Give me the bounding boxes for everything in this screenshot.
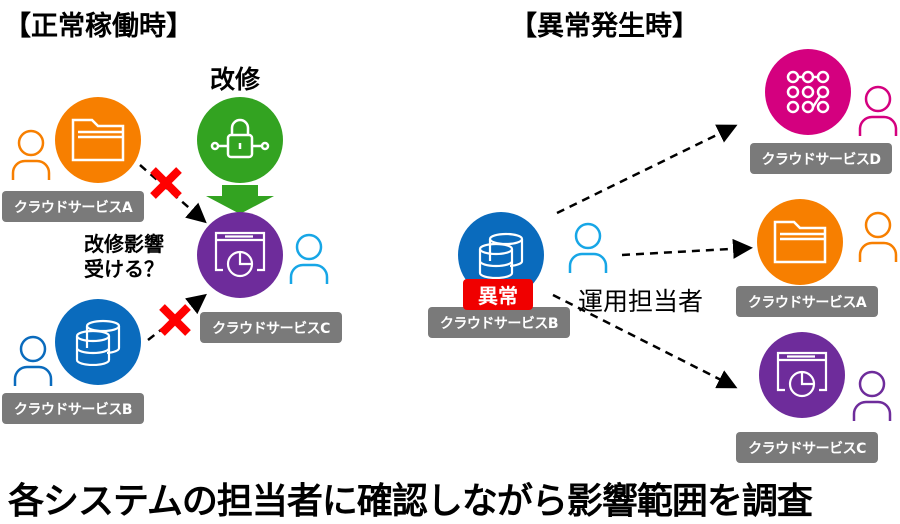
network-nodes-icon bbox=[786, 70, 830, 114]
service-c-label: クラウドサービスC bbox=[200, 312, 342, 343]
normal-operation-title: 【正常稼働時】 bbox=[4, 11, 193, 42]
service-d-node bbox=[765, 49, 851, 135]
alert-badge: 異常 bbox=[463, 279, 533, 310]
modify-down-arrow bbox=[206, 185, 274, 214]
abnormal-service-b-label: クラウドサービスB bbox=[428, 307, 570, 338]
person-icon bbox=[852, 370, 892, 421]
database-icon bbox=[75, 319, 121, 366]
abnormal-service-c-label: クラウドサービスC bbox=[736, 432, 878, 463]
modification-lock-node bbox=[197, 97, 283, 183]
modify-label: 改修 bbox=[210, 65, 261, 94]
impact-question-line2: 受ける？ bbox=[84, 257, 164, 281]
service-b-node bbox=[55, 299, 141, 385]
arrow-b-to-d bbox=[556, 124, 738, 215]
service-a-node bbox=[55, 97, 141, 183]
folder-icon bbox=[71, 118, 125, 162]
folder-icon bbox=[773, 220, 827, 264]
abnormal-title: 【異常発生時】 bbox=[510, 11, 699, 42]
person-icon bbox=[858, 85, 898, 136]
abnormal-service-a-node bbox=[757, 199, 843, 285]
abnormal-service-c-node bbox=[759, 332, 845, 418]
person-icon bbox=[13, 335, 53, 386]
dashboard-icon bbox=[776, 351, 828, 398]
arrow-b-to-a bbox=[621, 238, 753, 259]
person-icon bbox=[858, 211, 898, 262]
service-a-label: クラウドサービスA bbox=[2, 191, 144, 222]
blocked-x-icon bbox=[150, 167, 182, 199]
lock-network-icon bbox=[210, 118, 270, 159]
person-icon bbox=[289, 233, 329, 284]
service-b-label: クラウドサービスB bbox=[2, 393, 144, 424]
operator-label: 運用担当者 bbox=[578, 287, 704, 316]
person-icon bbox=[11, 129, 51, 180]
arrow-b-to-c-right bbox=[552, 293, 738, 389]
operator-person-icon bbox=[568, 222, 608, 273]
dashboard-icon bbox=[214, 231, 266, 278]
impact-question-line1: 改修影響 bbox=[84, 232, 164, 256]
blocked-x-icon bbox=[159, 304, 191, 336]
service-c-node bbox=[197, 212, 283, 298]
service-d-label: クラウドサービスD bbox=[750, 143, 892, 174]
impact-question: 改修影響 受ける？ bbox=[84, 232, 164, 282]
footer-caption: 各システムの担当者に確認しながら影響範囲を調査 bbox=[8, 481, 813, 522]
database-icon bbox=[478, 232, 524, 279]
abnormal-service-a-label: クラウドサービスA bbox=[736, 286, 878, 317]
